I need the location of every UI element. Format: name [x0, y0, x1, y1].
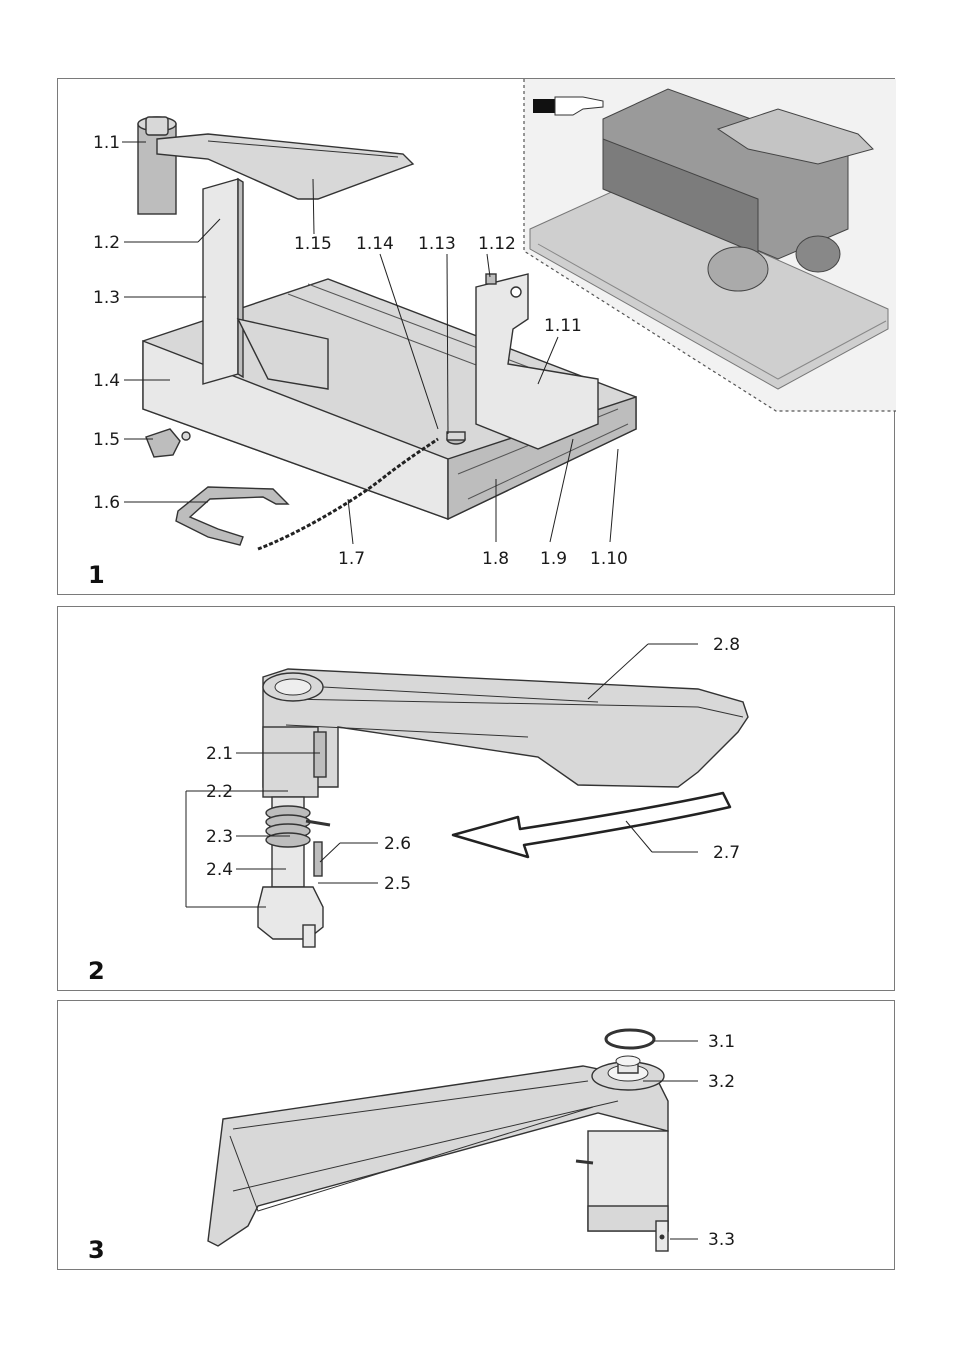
- label-1-4: 1.4: [93, 371, 120, 391]
- clamp: [175, 486, 290, 546]
- label-2-6: 2.6: [384, 834, 411, 854]
- safety-chain: [257, 437, 439, 551]
- label-1-8: 1.8: [482, 549, 509, 569]
- label-2-5: 2.5: [384, 874, 411, 894]
- label-1-13: 1.13: [418, 234, 456, 254]
- figure-2-labels: 2.1 2.2 2.3 2.4 2.5 2.6 2.7 2.8: [206, 635, 740, 894]
- star-knob: [145, 428, 191, 458]
- label-2-7: 2.7: [713, 843, 740, 863]
- support-table: [137, 116, 415, 215]
- rotation-arrow: [451, 791, 732, 859]
- label-1-12: 1.12: [478, 234, 516, 254]
- label-2-4: 2.4: [206, 860, 233, 880]
- label-2-1: 2.1: [206, 744, 233, 764]
- figure-number: 1: [88, 561, 105, 589]
- label-1-10: 1.10: [590, 549, 628, 569]
- leader-lines: [643, 1040, 698, 1240]
- figure-1-panel: 1.1 1.2 1.3 1.4 1.5 1.6 1.7 1.8 1.9 1.10…: [57, 78, 896, 595]
- label-1-2: 1.2: [93, 233, 120, 253]
- figure-2-illustration: 2.1 2.2 2.3 2.4 2.5 2.6 2.7 2.8 2: [88, 635, 749, 985]
- label-2-2: 2.2: [206, 782, 233, 802]
- figure-number: 2: [88, 957, 105, 985]
- retaining-ring: [604, 1028, 656, 1050]
- figure-3-illustration: 3.1 3.2 3.3 3: [88, 1028, 735, 1264]
- leader-lines: [122, 141, 619, 545]
- inset-photo: [523, 79, 896, 412]
- figure-1-illustration: 1.1 1.2 1.3 1.4 1.5 1.6 1.7 1.8 1.9 1.10…: [88, 79, 896, 589]
- label-1-14: 1.14: [356, 234, 394, 254]
- label-2-8: 2.8: [713, 635, 740, 655]
- figure-1-labels: 1.1 1.2 1.3 1.4 1.5 1.6 1.7 1.8 1.9 1.10…: [93, 133, 628, 569]
- figure-3-labels: 3.1 3.2 3.3: [708, 1032, 735, 1250]
- label-1-15: 1.15: [294, 234, 332, 254]
- figure-2-panel: 2.1 2.2 2.3 2.4 2.5 2.6 2.7 2.8 2: [57, 606, 895, 991]
- label-3-1: 3.1: [708, 1032, 735, 1052]
- spring-shaft: [257, 796, 331, 948]
- figure-3-panel: 3.1 3.2 3.3 3: [57, 1000, 895, 1270]
- label-1-11: 1.11: [544, 316, 582, 336]
- label-1-6: 1.6: [93, 493, 120, 513]
- label-2-3: 2.3: [206, 827, 233, 847]
- support-table: [262, 668, 749, 798]
- label-3-2: 3.2: [708, 1072, 735, 1092]
- figure-number: 3: [88, 1236, 105, 1264]
- label-1-3: 1.3: [93, 288, 120, 308]
- label-1-9: 1.9: [540, 549, 567, 569]
- knob-1-13: [446, 431, 466, 445]
- leader-lines: [185, 643, 698, 908]
- label-1-1: 1.1: [93, 133, 120, 153]
- label-1-7: 1.7: [338, 549, 365, 569]
- support-table: [207, 1055, 669, 1252]
- label-1-5: 1.5: [93, 430, 120, 450]
- label-3-3: 3.3: [708, 1230, 735, 1250]
- side-stop: [475, 273, 599, 450]
- support-bracket: [202, 177, 329, 390]
